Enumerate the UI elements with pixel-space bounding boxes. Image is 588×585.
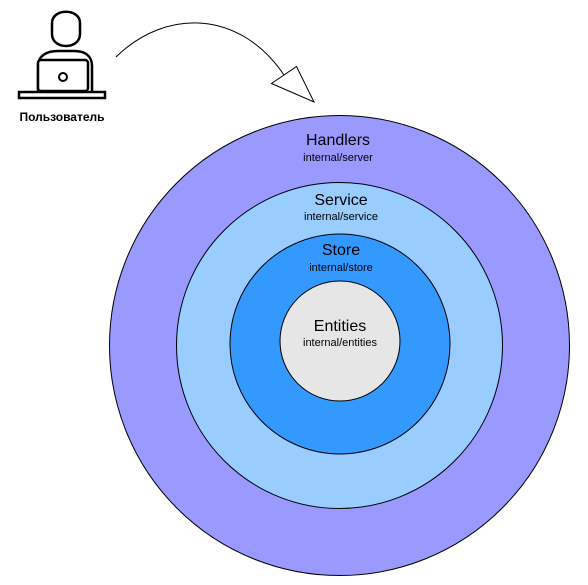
user-label: Пользователь <box>19 110 104 124</box>
user-laptop-icon <box>17 10 107 100</box>
layer-store-path: internal/store <box>309 262 373 274</box>
request-arrow <box>115 22 316 104</box>
request-arrow-line <box>115 22 285 76</box>
layer-entities-title: Entities <box>314 318 366 335</box>
layer-entities: Entities internal/entities <box>279 280 401 402</box>
layer-entities-path: internal/entities <box>303 337 377 349</box>
layer-handlers-path: internal/server <box>303 152 373 164</box>
layer-handlers-title: Handlers <box>306 132 370 149</box>
laptop-base <box>17 90 107 100</box>
layer-service-path: internal/service <box>304 211 378 223</box>
layer-entities-circle <box>279 280 401 402</box>
layer-store-title: Store <box>322 242 360 259</box>
user-head <box>50 10 82 48</box>
layer-service-title: Service <box>314 192 367 209</box>
request-arrow-head <box>270 65 316 104</box>
laptop-logo <box>58 72 68 82</box>
